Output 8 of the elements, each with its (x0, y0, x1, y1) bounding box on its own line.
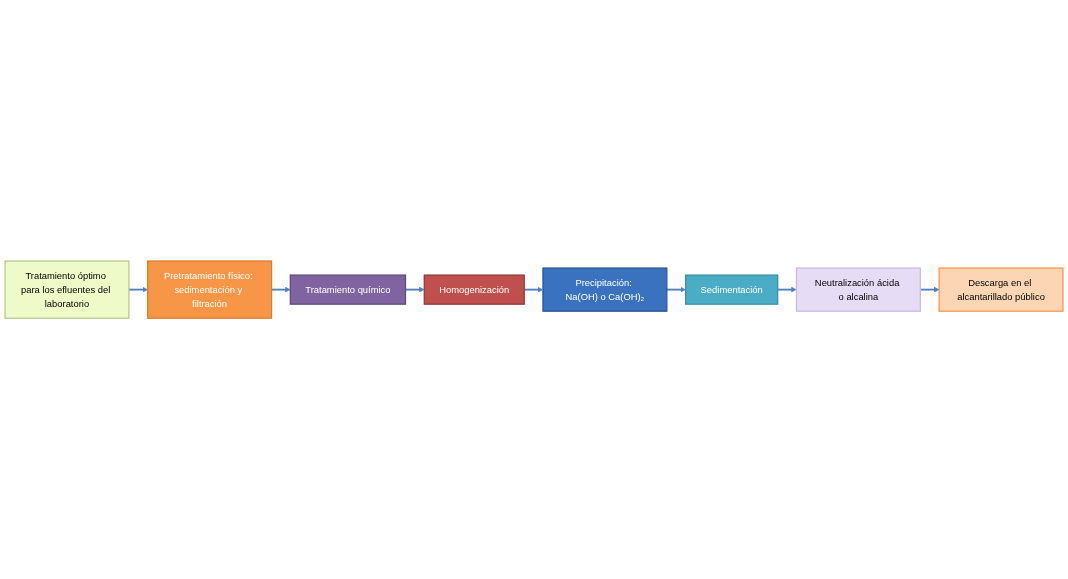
node-box: Descarga en el alcantarillado público (938, 267, 1064, 312)
node-box: Homogenización (423, 274, 525, 305)
node-box: Precipitación: Na(OH) o Ca(OH)₂ (542, 267, 668, 312)
node-box: Sedimentación (684, 274, 779, 305)
node-box: Tratamiento óptimo para los efluentes del laboratorio (4, 260, 130, 319)
node-box: Tratamiento químico (289, 274, 407, 305)
node-box: Pretratamiento físico: sedimentación y filtración (147, 260, 273, 319)
node-box: Neutralización ácida o alcalina (795, 267, 921, 312)
